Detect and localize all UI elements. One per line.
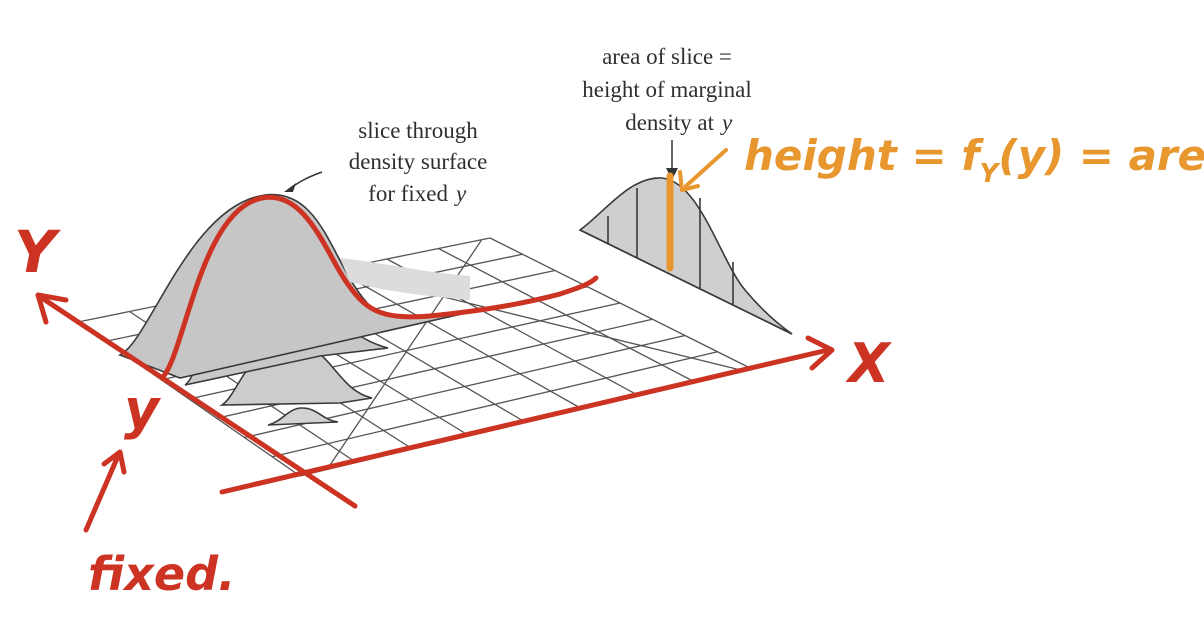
traced-slice-curve [159, 194, 599, 381]
y-axis-label: Y [14, 218, 61, 286]
x-axis-line [219, 347, 831, 495]
orange-annotations [666, 148, 728, 272]
slice-caption: slice through density surface for fixed … [349, 118, 488, 206]
density-slice-4 [267, 407, 339, 426]
red-annotations [35, 194, 835, 533]
x-axis-label: X [845, 332, 892, 395]
slice-caption-line-3: for fixed [368, 181, 448, 206]
y-axis-arrowhead-icon [35, 292, 69, 325]
marginal-density-curve [578, 177, 793, 335]
marginal-density [578, 177, 793, 335]
height-note-tail: (y) = area [998, 131, 1204, 180]
fixed-arrow-line [83, 453, 121, 533]
marginal-caption-line-1: area of slice = [602, 44, 732, 69]
density-surface [118, 193, 471, 426]
marginal-caption: area of slice = height of marginal densi… [582, 44, 751, 135]
marginal-baseline [579, 229, 793, 335]
slice-caption-line-2: density surface [349, 149, 488, 174]
height-note-subscript: Y [980, 159, 1002, 189]
fixed-note: fixed. [88, 547, 235, 601]
height-note-text: height = f [744, 131, 984, 180]
density-tail [340, 258, 470, 300]
slice-caption-var: y [454, 181, 467, 206]
fixed-arrowhead-icon [101, 449, 127, 475]
slice-caption-line-1: slice through [358, 118, 478, 143]
y-value-label: y [124, 378, 162, 441]
slice-caption-arrowhead-icon [284, 183, 296, 192]
height-note: height = fY(y) = area [744, 131, 1204, 189]
height-arrow-line [684, 148, 728, 188]
marginal-caption-var: y [720, 110, 733, 135]
grid-line-y [272, 351, 718, 458]
marginal-caption-line-3: density at [625, 110, 714, 135]
height-arrowhead-icon [678, 170, 700, 192]
marginal-caption-line-2: height of marginal [582, 77, 751, 102]
x-axis-arrowhead-icon [805, 335, 835, 371]
